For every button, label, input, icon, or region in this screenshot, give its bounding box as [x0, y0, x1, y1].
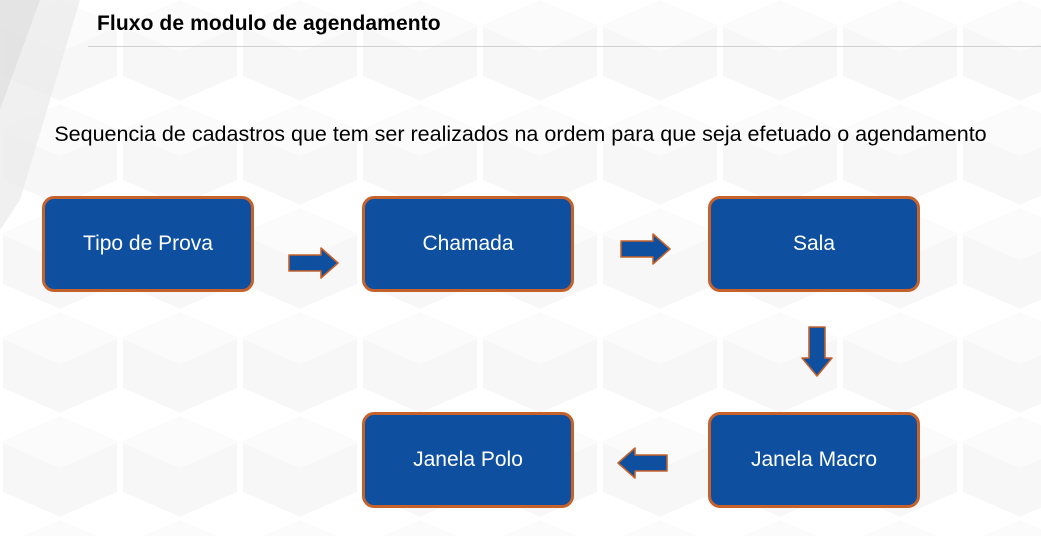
title-divider — [88, 46, 1041, 47]
step-tipo-de-prova: Tipo de Prova — [42, 196, 254, 292]
step-janela-macro: Janela Macro — [708, 412, 920, 508]
flow-description: Sequencia de cadastros que tem ser reali… — [54, 122, 987, 146]
step-janela-polo: Janela Polo — [362, 412, 574, 508]
step-chamada: Chamada — [362, 196, 574, 292]
arrow-left-icon — [617, 447, 668, 479]
arrow-right-icon — [620, 233, 671, 265]
arrow-down-icon — [801, 326, 833, 377]
step-sala: Sala — [708, 196, 920, 292]
arrow-right-icon — [288, 247, 339, 279]
page-title: Fluxo de modulo de agendamento — [97, 12, 441, 35]
